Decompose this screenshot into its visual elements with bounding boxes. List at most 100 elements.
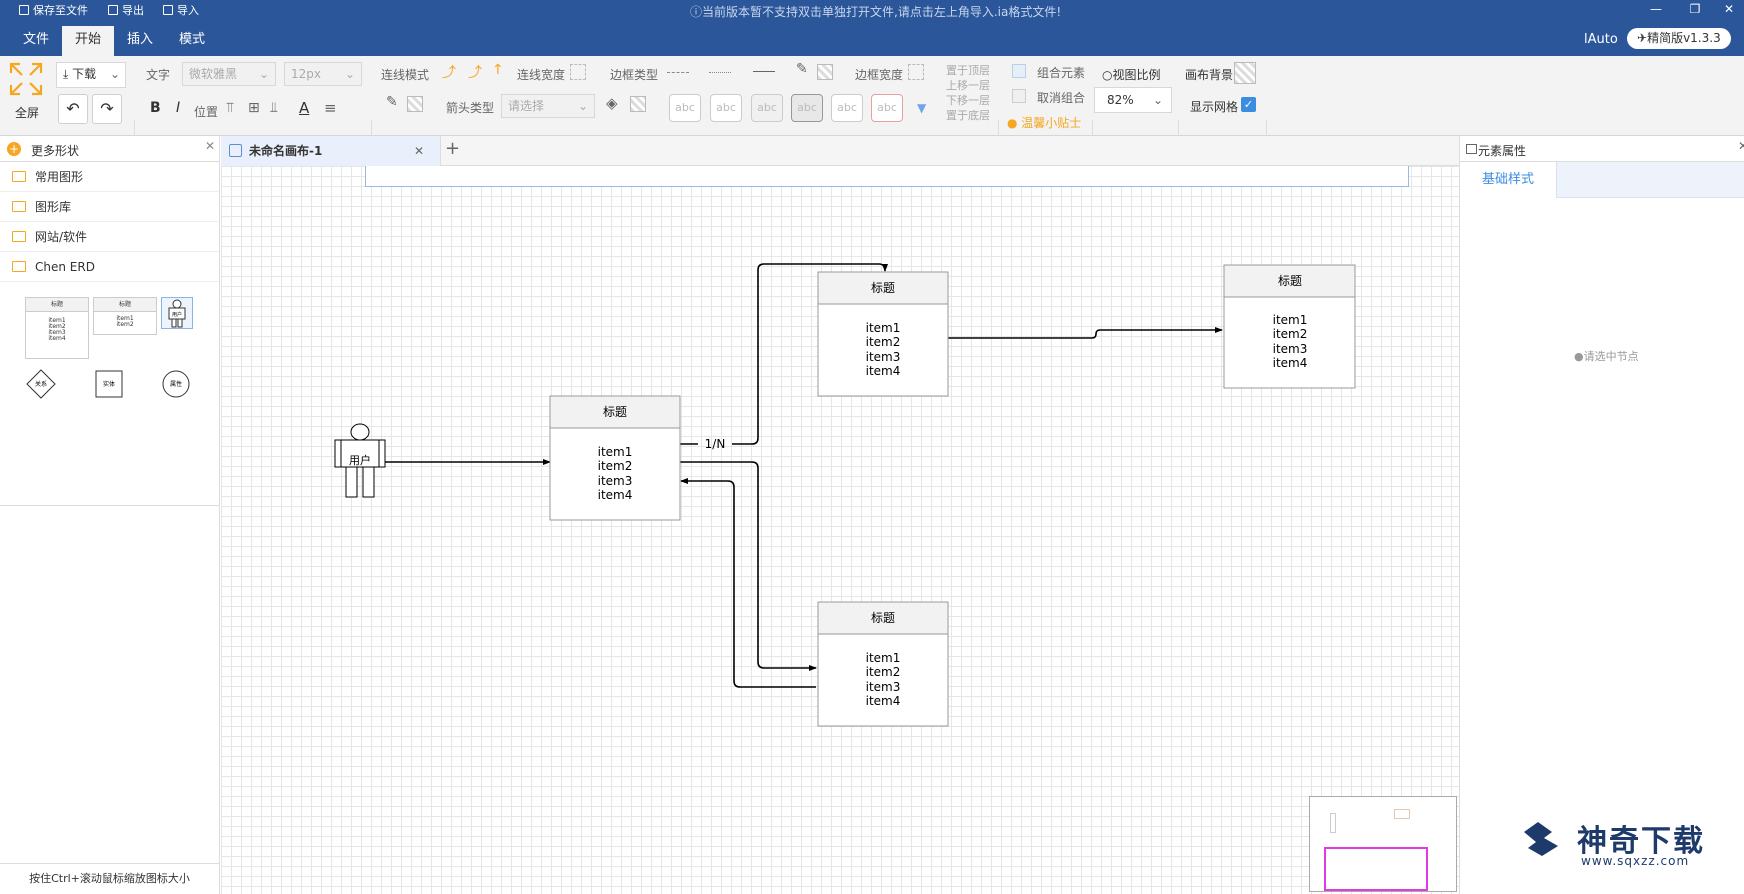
sidebar-item-web-software[interactable]: 网站/软件 — [0, 222, 219, 252]
group-icon[interactable] — [1012, 64, 1026, 78]
export-button[interactable]: 导出 — [108, 2, 144, 18]
align-bottom-icon[interactable]: ⫫ — [270, 100, 278, 116]
shape-user[interactable]: 用户 — [161, 297, 193, 329]
ungroup-icon[interactable] — [1012, 89, 1026, 103]
border-dashed-icon[interactable] — [667, 72, 689, 73]
close-tab-icon[interactable]: ✕ — [414, 144, 425, 158]
align-top-icon[interactable]: ⫪ — [226, 100, 234, 116]
close-icon[interactable]: ✕ — [1723, 2, 1735, 16]
line-width-icon[interactable] — [570, 64, 586, 80]
save-to-file-button[interactable]: 保存至文件 — [19, 2, 88, 18]
style-preset-2[interactable]: abc — [710, 94, 742, 122]
tip-link[interactable]: ● 温馨小贴士 — [1007, 116, 1082, 130]
canvas-bg-picker[interactable] — [1234, 62, 1256, 84]
edge-top-to-right[interactable] — [948, 327, 1223, 339]
node-item: item3 — [598, 474, 633, 488]
font-color-icon[interactable]: A — [299, 99, 310, 117]
italic-button[interactable]: I — [176, 100, 181, 116]
show-grid-checkbox[interactable]: ✓ — [1241, 97, 1256, 112]
node-item: item4 — [866, 364, 901, 378]
shape-table-2[interactable]: 标题 item1 item2 — [93, 297, 157, 335]
import-button[interactable]: 导入 — [163, 2, 199, 18]
layer-top-button[interactable]: 置于顶层 — [946, 64, 990, 77]
style-preset-5[interactable]: abc — [831, 94, 863, 122]
text-align-icon[interactable]: ≡ — [324, 99, 337, 117]
minimize-icon[interactable]: — — [1650, 2, 1662, 16]
bold-button[interactable]: B — [150, 100, 161, 116]
font-select[interactable]: 微软雅黑⌄ — [182, 62, 276, 86]
shape-relation[interactable]: 关系 — [26, 369, 56, 399]
edge-bottom-to-center[interactable] — [680, 478, 816, 688]
border-dotted-icon[interactable] — [709, 72, 731, 73]
line-color-icon[interactable]: ✎ — [386, 94, 398, 110]
title-bar: 保存至文件 导出 导入 ⓘ当前版本暂不支持双击单独打开文件,请点击左上角导入.i… — [0, 0, 1744, 20]
folder-icon — [12, 171, 26, 182]
help-icon: ● — [1007, 116, 1022, 130]
layer-bottom-button[interactable]: 置于底层 — [946, 109, 990, 122]
line-orthogonal-icon[interactable]: ⤴ — [442, 65, 456, 81]
layer-down-button[interactable]: 下移一层 — [946, 94, 990, 107]
fill-bucket-icon[interactable]: ◈ — [606, 94, 618, 112]
node-title: 标题 — [603, 405, 627, 419]
border-fill-icon[interactable] — [817, 64, 833, 80]
border-solid-icon[interactable] — [753, 71, 775, 72]
redo-button[interactable]: ↷ — [92, 94, 122, 124]
minimap-viewport[interactable] — [1324, 847, 1428, 891]
edge-center-to-bottom[interactable] — [680, 461, 817, 671]
entity-node-bottom[interactable]: 标题 item1 item2 item3 item4 — [817, 601, 949, 727]
arrow-type-select[interactable]: 请选择⌄ — [501, 94, 595, 118]
download-icon: ⤓ — [63, 67, 73, 81]
chevron-down-icon: ⌄ — [258, 67, 269, 81]
style-preset-4[interactable]: abc — [791, 94, 823, 122]
shape-entity[interactable]: 实体 — [94, 369, 124, 399]
arrow-type-label: 箭头类型 — [446, 101, 495, 115]
border-width-icon[interactable] — [908, 64, 924, 80]
minimap[interactable] — [1309, 796, 1457, 892]
tab-insert[interactable]: 插入 — [126, 32, 153, 47]
shape-attribute[interactable]: 属性 — [161, 369, 191, 399]
entity-node-top[interactable]: 标题 item1 item2 item3 item4 — [817, 271, 949, 397]
shape-relation-label: 关系 — [35, 380, 47, 388]
line-fill-icon[interactable] — [407, 96, 423, 112]
line-straight-icon[interactable]: ↑ — [492, 62, 504, 78]
drawing-canvas[interactable]: 1/N 用户 标题 item1 item2 item3 item4 — [221, 166, 1459, 894]
layer-up-button[interactable]: 上移一层 — [946, 79, 990, 92]
font-size-select[interactable]: 12px⌄ — [284, 62, 362, 86]
style-preset-1[interactable]: abc — [669, 94, 701, 122]
tab-basic-style[interactable]: 基础样式 — [1460, 162, 1557, 198]
entity-node-center[interactable]: 标题 item1 item2 item3 item4 — [549, 395, 681, 521]
align-middle-icon[interactable]: ⊞ — [248, 100, 260, 116]
sidebar-item-shape-library[interactable]: 图形库 — [0, 192, 219, 222]
download-select[interactable]: ⤓ 下载⌄ — [56, 62, 126, 88]
version-badge[interactable]: ✈精简版v1.3.3 — [1627, 28, 1731, 49]
restore-icon[interactable]: ❐ — [1689, 2, 1701, 16]
fullscreen-icon[interactable] — [9, 62, 43, 96]
add-shape-icon[interactable]: + — [7, 142, 21, 156]
style-preset-6[interactable]: abc — [871, 94, 903, 122]
tab-start[interactable]: 开始 — [62, 26, 114, 56]
undo-button[interactable]: ↶ — [58, 94, 88, 124]
entity-node-right[interactable]: 标题 item1 item2 item3 item4 — [1223, 264, 1356, 389]
watermark: 神奇下载 www.sqxzz.com — [1515, 814, 1735, 870]
zoom-select[interactable]: 82%⌄ — [1094, 87, 1172, 113]
fill-color-icon[interactable] — [630, 96, 646, 112]
ungroup-button[interactable]: 取消组合 — [1037, 91, 1086, 105]
actor-user[interactable]: 用户 — [334, 423, 386, 498]
close-panel-icon[interactable]: ✕ — [205, 139, 216, 153]
sidebar-item-chen-erd[interactable]: Chen ERD — [0, 252, 219, 282]
tab-file[interactable]: 文件 — [22, 32, 49, 47]
group-button[interactable]: 组合元素 — [1037, 66, 1086, 80]
close-properties-icon[interactable]: ✕ — [1738, 139, 1744, 153]
canvas-tab[interactable]: 未命名画布-1 ✕ — [221, 136, 441, 166]
border-color-icon[interactable]: ✎ — [796, 61, 808, 77]
shape-table-4[interactable]: 标题 item1 item2 item3 item4 — [25, 297, 89, 359]
chevron-down-icon: ⌄ — [109, 67, 120, 81]
more-styles-icon[interactable]: ▼ — [917, 101, 927, 115]
style-preset-3[interactable]: abc — [751, 94, 783, 122]
tab-mode[interactable]: 模式 — [178, 32, 205, 47]
edge-center-to-top-b[interactable] — [732, 263, 888, 445]
toolbar: 全屏 ⤓ 下载⌄ ↶ ↷ 文字 微软雅黑⌄ 12px⌄ B I 位置 ⫪ ⊞ ⫫… — [0, 56, 1744, 186]
add-tab-button[interactable]: + — [445, 138, 461, 159]
line-curve-icon[interactable]: ⤴ — [468, 65, 482, 81]
sidebar-item-common-shapes[interactable]: 常用图形 — [0, 162, 219, 192]
